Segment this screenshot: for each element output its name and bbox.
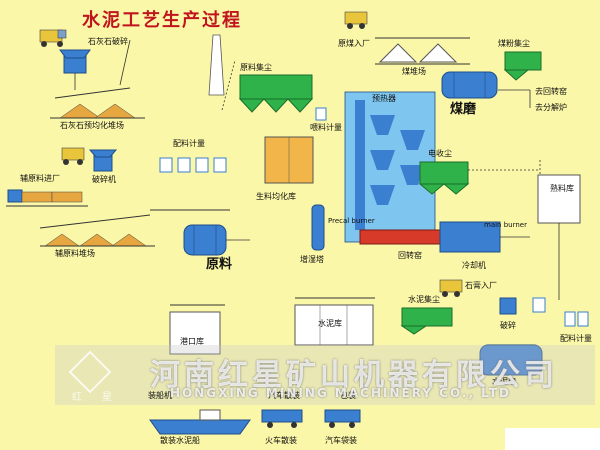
label-gypsum-in: 石膏入厂 (465, 281, 497, 290)
gypsum-truck-icon (439, 279, 463, 297)
label-coal-collector: 煤粉集尘 (498, 39, 530, 48)
gypsum-crusher-icon (499, 297, 517, 315)
cement-silo-icon (294, 297, 375, 346)
label-cement-collector: 水泥集尘 (408, 295, 440, 304)
coal-collector-icon (503, 51, 542, 81)
chimney-icon (208, 34, 225, 96)
label-port-silo: 港口库 (180, 337, 204, 346)
electrostatic-collector-icon (418, 161, 470, 195)
label-precal-burner: Precal burner (328, 217, 375, 225)
watermark-company-en: HONGXING MINING MACHINERY CO., LTD (170, 386, 511, 400)
connector-line (221, 59, 236, 111)
label-raw-collector: 原料集尘 (240, 63, 272, 72)
label-truck-bulk: 汽车散装 (268, 391, 300, 400)
label-truck-bag: 汽车袋装 (325, 436, 357, 445)
aux-train-icon (6, 189, 88, 207)
cement-mill-icon (479, 344, 543, 376)
raw-collector-icon (238, 74, 314, 113)
label-raw-coal-in: 原煤入厂 (338, 39, 370, 48)
port-silo-icon (169, 304, 225, 355)
humid-tower-icon (311, 204, 325, 251)
label-cooler: 冷却机 (462, 261, 486, 270)
label-batching: 配料计量 (173, 139, 205, 148)
label-cement-mill: 水泥磨 (492, 377, 516, 386)
label-coal-yard: 煤堆场 (402, 67, 426, 76)
label-cement-silo: 水泥库 (318, 319, 342, 328)
label-feed-meter: 喂料计量 (310, 123, 342, 132)
label-raw-mill: 原料 (206, 257, 233, 272)
connector-line (119, 39, 131, 86)
truck-bag-icon (324, 409, 361, 428)
feed-meter-icon (315, 107, 327, 121)
coal-truck-icon (344, 11, 368, 29)
logo-star-icon (68, 350, 112, 394)
label-crusher: 破碎机 (92, 175, 116, 184)
limestone-crusher-icon (59, 49, 91, 74)
label-to-calciner: 去分解炉 (535, 103, 567, 112)
label-batching-meter: 配料计量 (560, 334, 592, 343)
small-bin-icon (532, 297, 546, 313)
label-aux-in: 辅原料进厂 (20, 174, 60, 183)
cement-collector-icon (400, 307, 453, 335)
cement-ship-icon (149, 409, 251, 435)
label-electrostatic: 电收尘 (428, 149, 452, 158)
corner-blank (505, 428, 600, 450)
watermark-band (55, 345, 595, 405)
label-kiln: 回转窑 (398, 251, 422, 260)
coal-mill-icon (441, 71, 498, 99)
label-preheater: 预热器 (372, 94, 396, 103)
label-crush: 破碎 (500, 321, 516, 330)
preheater-tower-icon (344, 91, 436, 243)
label-bag: 包装 (340, 391, 356, 400)
label-bulk-ship: 散装水泥船 (160, 436, 200, 445)
prehomo-stockpile-icon (50, 87, 145, 119)
label-clinker-silo: 熟料库 (550, 184, 574, 193)
label-loader: 装船机 (148, 391, 172, 400)
coal-yard-icon (375, 37, 470, 65)
watermark-company: 河南红星矿山机器有限公司 (150, 358, 558, 393)
aux-crusher-icon (88, 149, 118, 172)
rotary-kiln-icon (359, 221, 530, 253)
watermark-logo-text-1: 红 (72, 392, 82, 403)
label-to-kiln: 去回转窑 (535, 87, 567, 96)
watermark-logo-text-2: 星 (102, 392, 112, 403)
page-title: 水泥工艺生产过程 (82, 10, 242, 31)
label-aux-yard: 辅原料堆场 (55, 249, 95, 258)
aux-stockpile-icon (39, 214, 155, 247)
label-humid-tower: 增湿塔 (300, 255, 324, 264)
train-bulk-icon (261, 409, 303, 428)
label-train-bulk: 火车散装 (265, 436, 297, 445)
aux-truck-icon (61, 147, 85, 165)
batching-meter-bins-icon (564, 311, 589, 327)
label-raw-homo: 生料均化库 (256, 192, 296, 201)
label-main-burner: main burner (484, 221, 527, 229)
limestone-truck-icon (39, 29, 67, 47)
label-limestone-prehomo: 石灰石预均化堆场 (60, 121, 124, 130)
raw-mill-icon (183, 224, 227, 256)
batching-bins-icon (150, 157, 230, 211)
clinker-silo-icon (537, 174, 581, 224)
label-coal-mill: 煤磨 (450, 102, 477, 117)
label-limestone-crush: 石灰石破碎 (88, 37, 128, 46)
